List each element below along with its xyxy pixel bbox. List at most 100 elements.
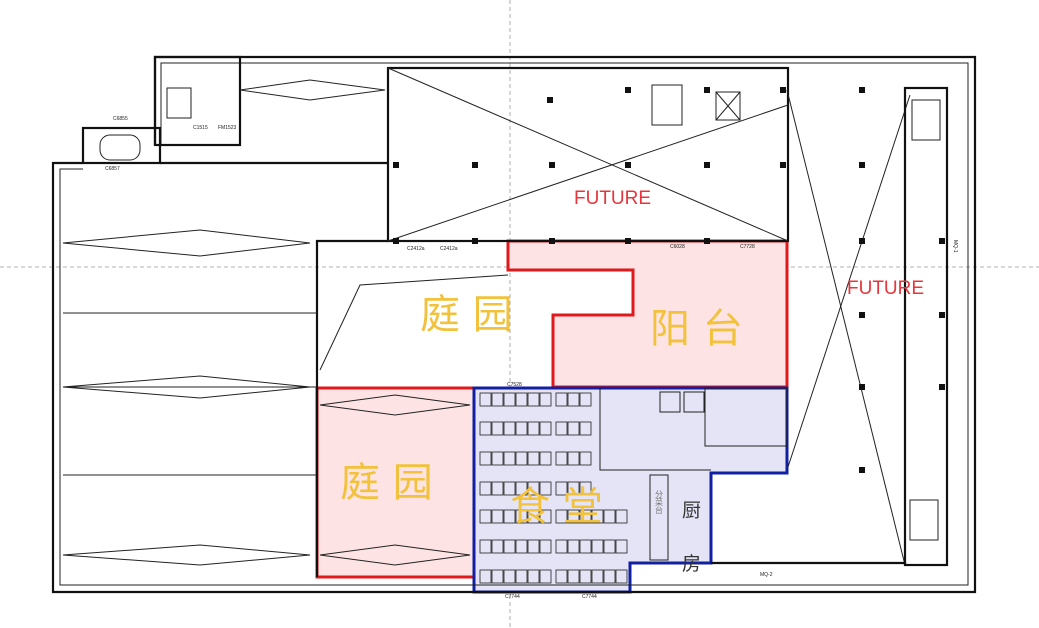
table-icon <box>491 569 504 584</box>
table-icon <box>527 539 540 554</box>
garden-lower-label: 庭 园 <box>340 460 433 506</box>
table-icon <box>515 481 528 496</box>
table-icon <box>567 539 580 554</box>
table-icon <box>491 481 504 496</box>
table-icon <box>539 421 552 436</box>
table-icon <box>515 539 528 554</box>
column-marker <box>939 384 945 390</box>
table-icon <box>503 539 516 554</box>
column-marker <box>859 384 865 390</box>
table-icon <box>603 509 616 524</box>
balcony-label: 阳 台 <box>650 306 743 352</box>
table-icon <box>515 569 528 584</box>
table-icon <box>491 421 504 436</box>
table-icon <box>479 569 492 584</box>
column-marker <box>393 238 399 244</box>
table-icon <box>527 509 540 524</box>
table-icon <box>579 569 592 584</box>
table-icon <box>567 451 580 466</box>
column-marker <box>704 238 710 244</box>
table-icon <box>491 509 504 524</box>
table-icon <box>567 421 580 436</box>
table-icon <box>555 509 568 524</box>
column-marker <box>472 238 478 244</box>
tag-mq1: MQ-1 <box>952 240 958 253</box>
table-icon <box>479 509 492 524</box>
table-icon <box>579 539 592 554</box>
structural-columns <box>393 87 945 473</box>
table-icon <box>567 569 580 584</box>
tag-c1515: C1515 <box>193 125 208 131</box>
balcony-zone <box>506 239 789 389</box>
canteen-tables <box>479 392 628 584</box>
tag-c2412a-1: C2412a <box>407 246 425 252</box>
table-icon <box>503 481 516 496</box>
kitchen-label: 厨 房 <box>679 500 701 586</box>
column-marker <box>625 238 631 244</box>
building-walls <box>51 55 977 594</box>
table-icon <box>579 481 592 496</box>
column-marker <box>859 467 865 473</box>
table-icon <box>555 539 568 554</box>
column-marker <box>939 312 945 318</box>
table-icon <box>479 539 492 554</box>
table-icon <box>555 569 568 584</box>
table-icon <box>527 481 540 496</box>
table-icon <box>579 421 592 436</box>
table-icon <box>491 392 504 407</box>
column-marker <box>549 162 555 168</box>
table-icon <box>503 509 516 524</box>
tag-mq2: MQ-2 <box>760 572 773 578</box>
tag-c7744-2: C7744 <box>582 594 597 600</box>
column-marker <box>859 162 865 168</box>
table-icon <box>555 421 568 436</box>
table-icon <box>615 539 628 554</box>
column-marker <box>704 87 710 93</box>
table-icon <box>503 569 516 584</box>
table-icon <box>591 509 604 524</box>
column-marker <box>472 162 478 168</box>
table-icon <box>579 509 592 524</box>
table-icon <box>603 539 616 554</box>
table-icon <box>591 569 604 584</box>
future-label-top: FUTURE <box>574 188 651 209</box>
column-marker <box>704 162 710 168</box>
table-icon <box>479 451 492 466</box>
table-icon <box>539 392 552 407</box>
table-icon <box>567 509 580 524</box>
table-icon <box>591 539 604 554</box>
table-icon <box>539 451 552 466</box>
table-icon <box>539 481 552 496</box>
table-icon <box>491 451 504 466</box>
table-icon <box>579 392 592 407</box>
table-icon <box>615 569 628 584</box>
table-icon <box>503 421 516 436</box>
tag-c7744-1: C7744 <box>505 594 520 600</box>
table-icon <box>503 451 516 466</box>
table-icon <box>515 392 528 407</box>
table-icon <box>515 451 528 466</box>
column-marker <box>780 87 786 93</box>
tag-fm1523: FM1523 <box>218 125 237 131</box>
tag-c6857: C6857 <box>105 166 120 172</box>
table-icon <box>539 509 552 524</box>
table-icon <box>555 392 568 407</box>
table-icon <box>527 451 540 466</box>
table-icon <box>539 569 552 584</box>
table-icon <box>527 569 540 584</box>
tag-c7528: C7528 <box>507 382 522 388</box>
tag-c6855: C6855 <box>113 116 128 122</box>
garden-upper-label: 庭 园 <box>420 292 513 338</box>
column-marker <box>859 312 865 318</box>
column-marker <box>393 162 399 168</box>
table-icon <box>503 392 516 407</box>
table-icon <box>479 481 492 496</box>
table-icon <box>615 509 628 524</box>
tag-c6028: C6028 <box>670 244 685 250</box>
table-icon <box>527 392 540 407</box>
column-marker <box>547 97 553 103</box>
tag-c7728: C7728 <box>740 244 755 250</box>
table-icon <box>539 539 552 554</box>
table-icon <box>567 481 580 496</box>
